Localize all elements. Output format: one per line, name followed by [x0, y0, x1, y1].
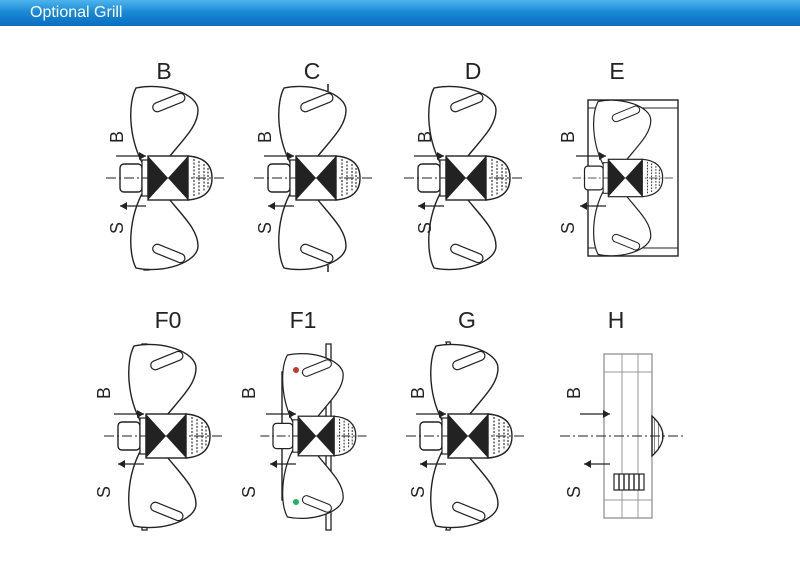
variant-f1-drawing [259, 343, 370, 531]
inlet-label-e: B [558, 131, 578, 143]
inlet-label-c: B [255, 131, 275, 143]
variant-b-drawing [105, 85, 227, 271]
variant-c-drawing [253, 84, 375, 272]
variant-label-e: E [609, 58, 624, 84]
grill-diagram: B C D E F0 F1 G H B S B S B S B S B S B … [94, 58, 684, 531]
outlet-label-c: S [255, 222, 275, 234]
variant-label-d: D [465, 58, 482, 84]
inlet-label-b: B [107, 131, 127, 143]
variant-label-h: H [608, 307, 625, 333]
variant-e-drawing [572, 99, 679, 257]
variant-label-c: C [304, 58, 321, 84]
inlet-label-f1: B [239, 387, 259, 399]
variant-h-drawing [560, 353, 684, 519]
variant-label-b: B [156, 58, 171, 84]
variant-label-f1: F1 [290, 307, 317, 333]
inlet-label-h: B [564, 387, 584, 399]
outlet-label-g: S [408, 486, 428, 498]
header-bar: Optional Grill [0, 0, 800, 26]
outlet-label-b: S [107, 222, 127, 234]
inlet-label-g: B [408, 387, 428, 399]
page-title: Optional Grill [30, 4, 123, 21]
variant-label-f0: F0 [155, 307, 182, 333]
inlet-label-d: B [415, 131, 435, 143]
outlet-label-h: S [564, 486, 584, 498]
variant-g-drawing [405, 341, 527, 531]
variant-f0-drawing [103, 343, 225, 531]
variant-label-g: G [458, 307, 476, 333]
outlet-label-f0: S [94, 486, 114, 498]
inlet-label-f0: B [94, 387, 114, 399]
outlet-label-f1: S [239, 486, 259, 498]
outlet-label-e: S [558, 222, 578, 234]
variant-d-drawing [403, 85, 525, 271]
outlet-label-d: S [415, 222, 435, 234]
